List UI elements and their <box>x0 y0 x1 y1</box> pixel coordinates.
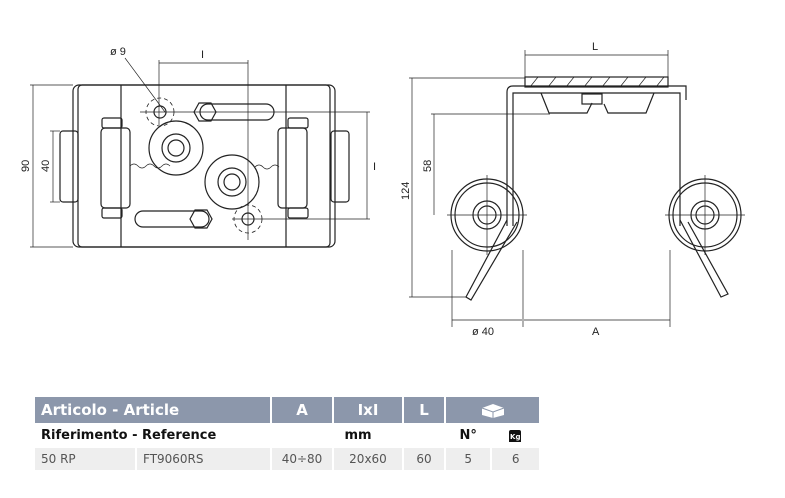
header-l: L <box>403 397 446 423</box>
table-header-row: Articolo - Article A IxI L <box>35 397 539 423</box>
top-view-drawing: ø 9 I I 90 40 <box>20 46 376 248</box>
cell-qty: 5 <box>445 448 493 470</box>
subheader-unit: mm <box>344 428 372 443</box>
kg-weight-icon: Kg <box>491 423 539 448</box>
box-icon <box>445 397 539 423</box>
header-article: Articolo - Article <box>35 397 272 423</box>
front-view-drawing: L 124 58 ø 40 A <box>400 41 745 338</box>
dim-right-label: I <box>373 161 376 173</box>
dim-124-label: 124 <box>400 182 412 200</box>
cell-reference: FT9060RS <box>136 448 272 470</box>
dim-inner-label: 40 <box>40 160 52 172</box>
cell-a: 40÷80 <box>271 448 334 470</box>
dim-58-label: 58 <box>422 160 434 172</box>
dim-top-label: I <box>201 49 204 61</box>
dim-A-label: A <box>592 326 600 338</box>
technical-drawings: ø 9 I I 90 40 <box>20 41 745 338</box>
product-table: Articolo - Article A IxI L Riferimento -… <box>35 397 539 470</box>
table-row: 50 RP FT9060RS 40÷80 20x60 60 5 6 <box>35 448 539 470</box>
cell-l: 60 <box>403 448 446 470</box>
subheader-qty: N° <box>459 428 477 443</box>
dim-wheel-label: ø 40 <box>472 326 494 338</box>
cell-ixi: 20x60 <box>333 448 404 470</box>
dim-hole-label: ø 9 <box>110 46 126 58</box>
cell-weight: 6 <box>491 448 539 470</box>
weight-label: Kg <box>509 430 522 442</box>
header-ixi: IxI <box>333 397 404 423</box>
dim-height-label: 90 <box>20 160 32 172</box>
header-a: A <box>271 397 334 423</box>
cell-article: 50 RP <box>35 448 137 470</box>
subheader-reference: Riferimento - Reference <box>41 428 217 443</box>
table-subheader-row: Riferimento - Reference mm N° Kg <box>35 423 539 448</box>
dim-L-label: L <box>592 41 598 53</box>
